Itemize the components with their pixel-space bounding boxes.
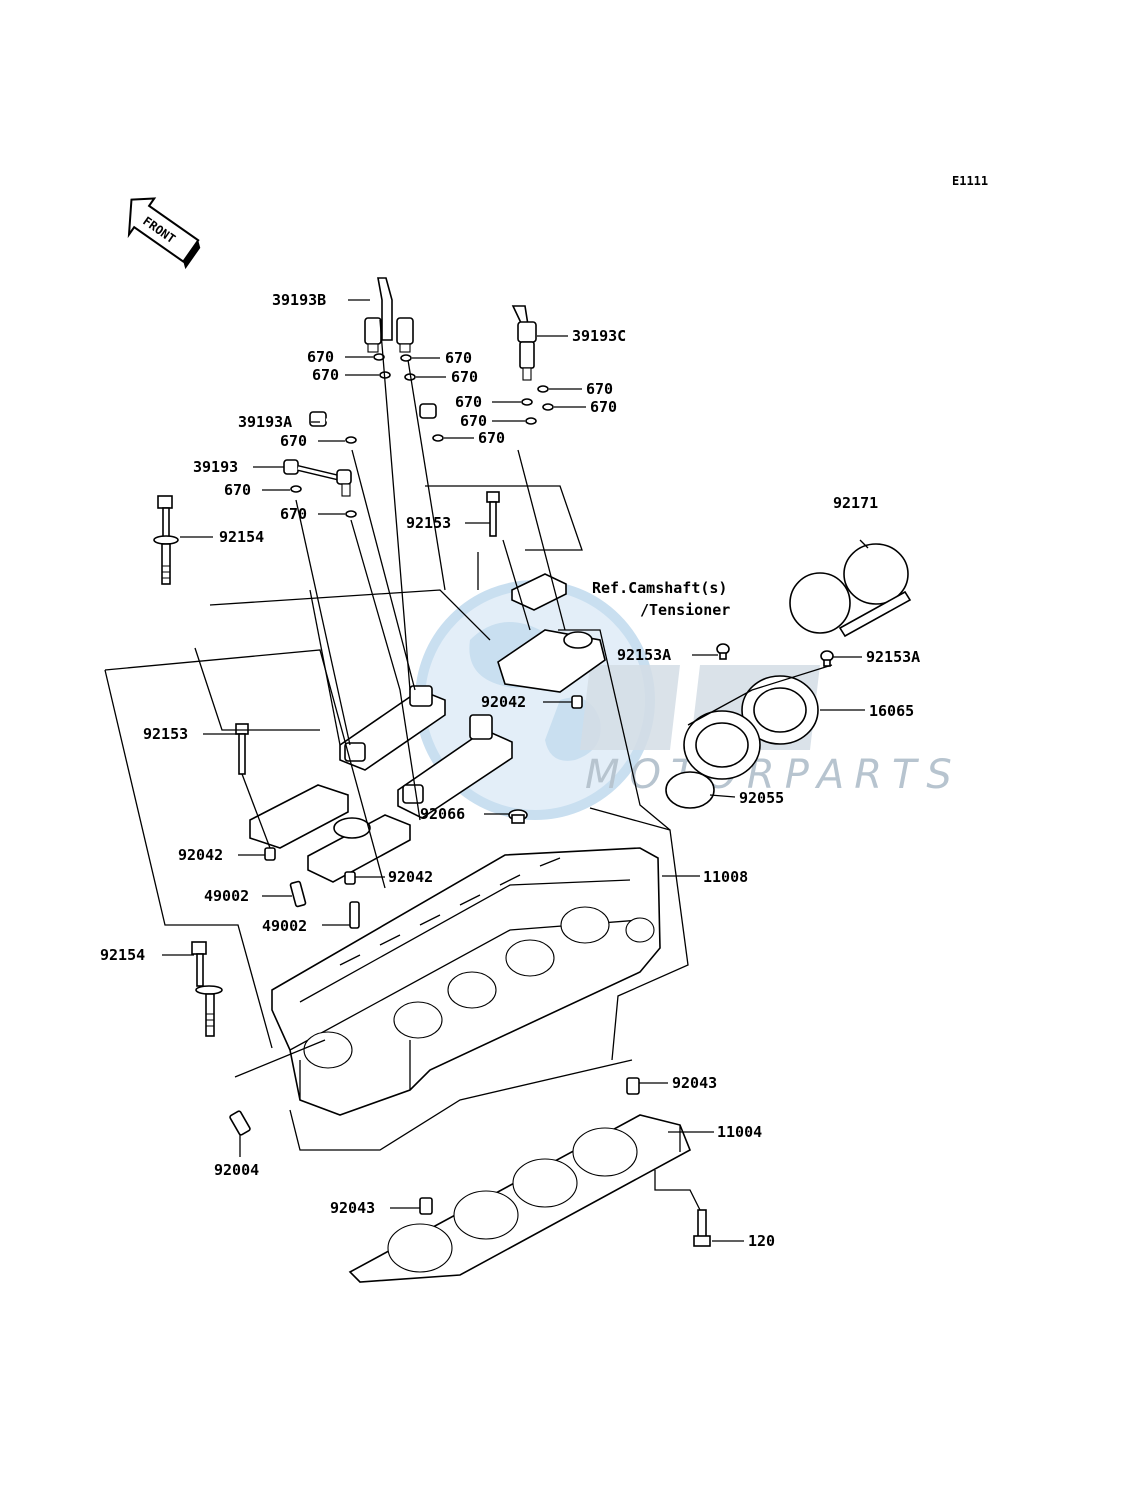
part-labels: 39193B 39193C 670 670 670 670 670 670 67… — [100, 291, 920, 1250]
assembly-outlines — [104, 485, 701, 1211]
ref-note-line2: /Tensioner — [640, 601, 730, 619]
label-670-6: 670 — [455, 393, 482, 411]
label-92042-mid: 92042 — [388, 868, 433, 886]
label-670-12: 670 — [280, 505, 307, 523]
bolt-92153-upper — [486, 491, 500, 537]
label-92004: 92004 — [214, 1161, 259, 1179]
watermark-text: MOTORPARTS — [585, 752, 962, 798]
label-49002-upper: 49002 — [204, 887, 249, 905]
ref-note-line1: Ref.Camshaft(s) — [592, 579, 727, 597]
label-92043-lower: 92043 — [330, 1199, 375, 1217]
label-92154-lower: 92154 — [100, 946, 145, 964]
label-670-5: 670 — [586, 380, 613, 398]
oil-pipe-39193C — [511, 305, 537, 381]
bolt-92153-lower — [235, 723, 249, 775]
label-670-11: 670 — [224, 481, 251, 499]
bolt-92153A-right — [820, 650, 834, 667]
label-670-2: 670 — [445, 349, 472, 367]
cylinder-head-11008 — [271, 847, 661, 1116]
leader-lines — [162, 299, 869, 1242]
camshaft-cap-upper-right — [397, 714, 513, 819]
plug-92066 — [508, 809, 528, 824]
camshaft-cap-lower-right — [307, 814, 411, 883]
oil-pipe-39193 — [283, 459, 352, 497]
label-16065: 16065 — [869, 702, 914, 720]
label-670-8: 670 — [460, 412, 487, 430]
label-39193: 39193 — [193, 458, 238, 476]
label-92042-upper: 92042 — [481, 693, 526, 711]
clamp-92171 — [789, 543, 912, 638]
label-670-10: 670 — [478, 429, 505, 447]
o-ring-92055 — [665, 771, 715, 809]
label-670-7: 670 — [590, 398, 617, 416]
bolt-92153A-left — [716, 643, 730, 660]
label-11004: 11004 — [717, 1123, 762, 1141]
stud-92004 — [229, 1110, 251, 1136]
oil-pipe-39193B — [364, 277, 414, 353]
label-92171: 92171 — [833, 494, 878, 512]
label-92043-right: 92043 — [672, 1074, 717, 1092]
valve-guides-49002 — [289, 880, 360, 929]
label-92153A-left: 92153A — [617, 646, 671, 664]
label-120: 120 — [748, 1232, 775, 1250]
label-670-9: 670 — [280, 432, 307, 450]
head-gasket-11004 — [348, 1114, 692, 1283]
label-39193B: 39193B — [272, 291, 326, 309]
label-92055: 92055 — [739, 789, 784, 807]
label-92153-lower: 92153 — [143, 725, 188, 743]
diagram-code: E1111 — [952, 174, 988, 188]
front-arrow-icon: FRONT — [127, 197, 201, 270]
label-11008: 11008 — [703, 868, 748, 886]
bolt-92154-upper — [153, 495, 179, 585]
camshaft-cap-ref — [497, 629, 606, 693]
label-92153A-right: 92153A — [866, 648, 920, 666]
label-49002-lower: 49002 — [262, 917, 307, 935]
label-39193C: 39193C — [572, 327, 626, 345]
label-92042-left: 92042 — [178, 846, 223, 864]
label-92066: 92066 — [420, 805, 465, 823]
label-92153-upper: 92153 — [406, 514, 451, 532]
label-39193A: 39193A — [238, 413, 292, 431]
label-670-4: 670 — [451, 368, 478, 386]
bolt-92154-lower — [191, 941, 223, 1037]
label-670-3: 670 — [312, 366, 339, 384]
label-92154-upper: 92154 — [219, 528, 264, 546]
camshaft-cap-upper-left — [339, 685, 446, 771]
bolt-120 — [693, 1209, 711, 1247]
label-670-1: 670 — [307, 348, 334, 366]
camshaft-cap-lower-left — [249, 784, 349, 849]
